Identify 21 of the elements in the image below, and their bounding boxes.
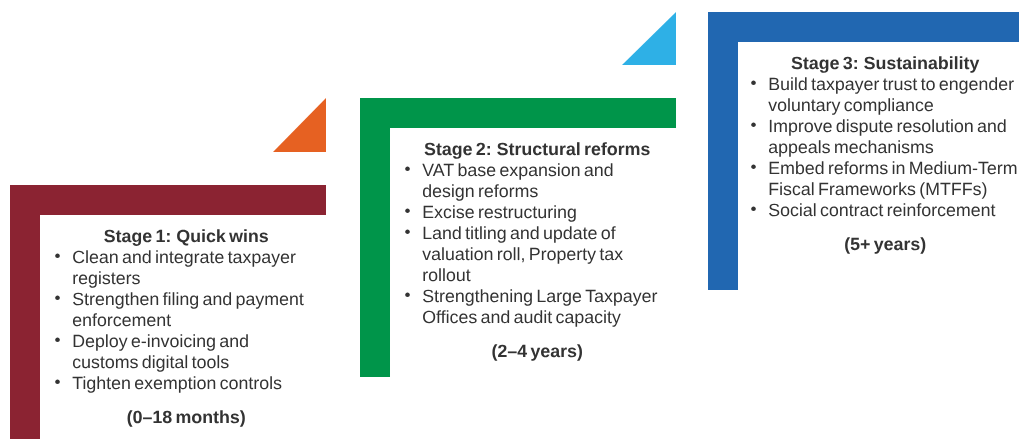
stage-band — [360, 98, 676, 377]
duration-label: (0–18 months) — [127, 410, 245, 427]
bullet-item: Tighten exemption controls — [55, 376, 282, 393]
bullet-item: Social contract reinforcement — [751, 203, 996, 217]
bullet-item: Improve dispute resolution and appeals mechanisms — [751, 119, 1006, 157]
bullet-item: Land titling and update of valuation roll, Property tax rollout — [405, 226, 623, 282]
stage-heading: Stage 3: Sustainability — [791, 56, 980, 73]
bullet-item: Embed reforms in Medium-Term Fiscal Frameworks (MTFFs) — [751, 161, 1017, 199]
stage-heading: Stage 2: Structural reforms — [424, 142, 650, 159]
stage-band — [708, 12, 1019, 290]
duration-label: (2–4 years) — [492, 344, 582, 361]
bullet-item: Clean and integrate taxpayer registers — [55, 250, 296, 288]
bullet-item: Build taxpayer trust to engender voluntary compliance — [751, 77, 1014, 115]
bullet-item: VAT base expansion and design reforms — [405, 163, 613, 201]
bullet-item: Strengthening Large Taxpayer Offices and audit capacity — [405, 289, 658, 327]
bullet-item: Excise restructuring — [405, 205, 576, 222]
bullet-item: Deploy e-invoicing and customs digital tools — [55, 334, 248, 372]
bullet-item: Strengthen filing and payment enforcement — [55, 292, 304, 327]
stage-band — [10, 185, 326, 439]
stage-heading: Stage 1: Quick wins — [104, 229, 268, 246]
duration-label: (5+ years) — [845, 237, 926, 254]
